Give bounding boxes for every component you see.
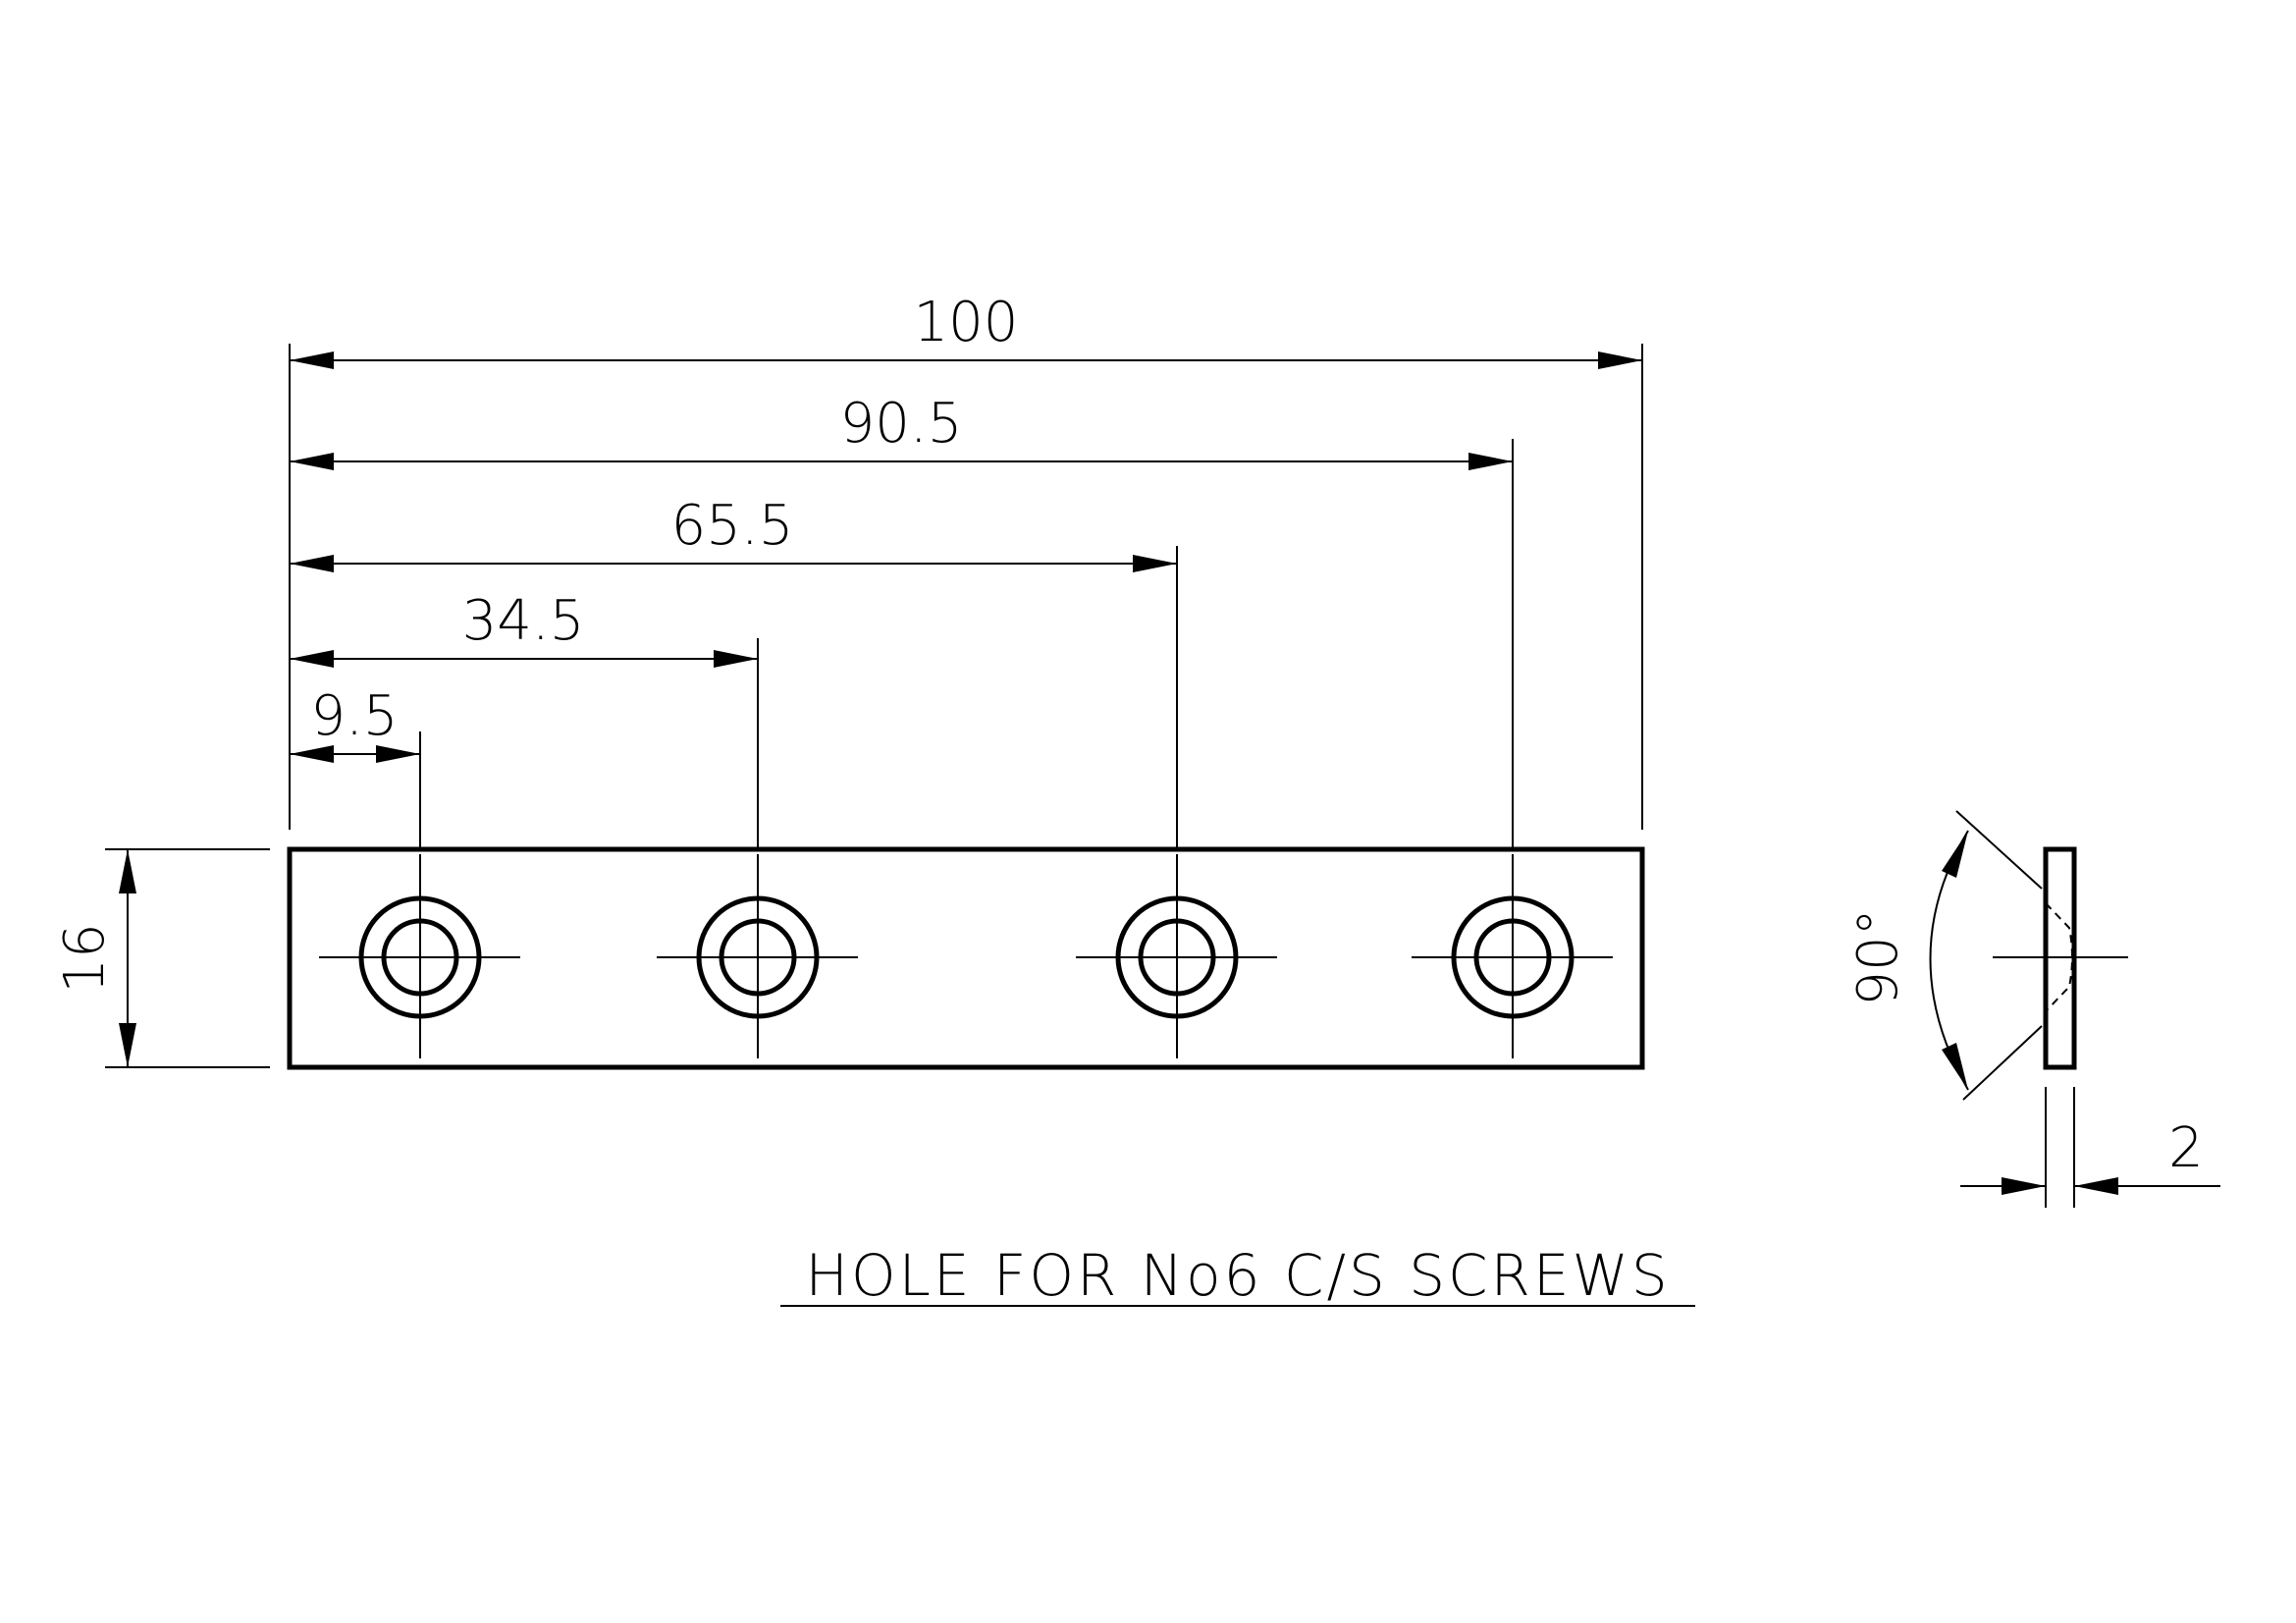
thickness-label: 2 [2168, 1116, 2204, 1180]
hole-1 [319, 854, 520, 1058]
side-view: 90° 2 [1846, 810, 2220, 1208]
dimension-34-5: 34.5 [290, 589, 758, 668]
dimension-90-5: 90.5 [290, 392, 1513, 470]
dimension-34-5-label: 34.5 [462, 589, 585, 653]
angle-arrow-lower [1942, 1043, 1968, 1090]
hole-2 [657, 854, 858, 1058]
dimension-100: 100 [290, 291, 1642, 369]
dimension-90-5-label: 90.5 [840, 392, 963, 456]
dimension-9-5-label: 9.5 [310, 684, 398, 748]
hole-4 [1412, 854, 1613, 1058]
countersink-hidden-line [2045, 902, 2073, 1012]
dimension-9-5: 9.5 [290, 684, 420, 763]
thickness-arrow-right [2074, 1177, 2118, 1195]
angle-extension-upper [1955, 810, 2043, 890]
hole-note: HOLE FOR No6 C/S SCREWS [805, 1242, 1670, 1309]
plate-outline [287, 846, 1645, 1070]
angle-arrow-upper [1942, 831, 1968, 878]
dimension-65-5-label: 65.5 [671, 494, 794, 558]
dimension-100-label: 100 [914, 291, 1019, 354]
dimension-16-label: 16 [53, 923, 117, 993]
dimension-65-5: 65.5 [290, 494, 1177, 572]
angle-extension-lower [1962, 1025, 2043, 1101]
dimension-16: 16 [53, 848, 270, 1068]
angle-label: 90° [1846, 908, 1910, 1005]
hole-3 [1076, 854, 1277, 1058]
thickness-arrow-left [2002, 1177, 2046, 1195]
